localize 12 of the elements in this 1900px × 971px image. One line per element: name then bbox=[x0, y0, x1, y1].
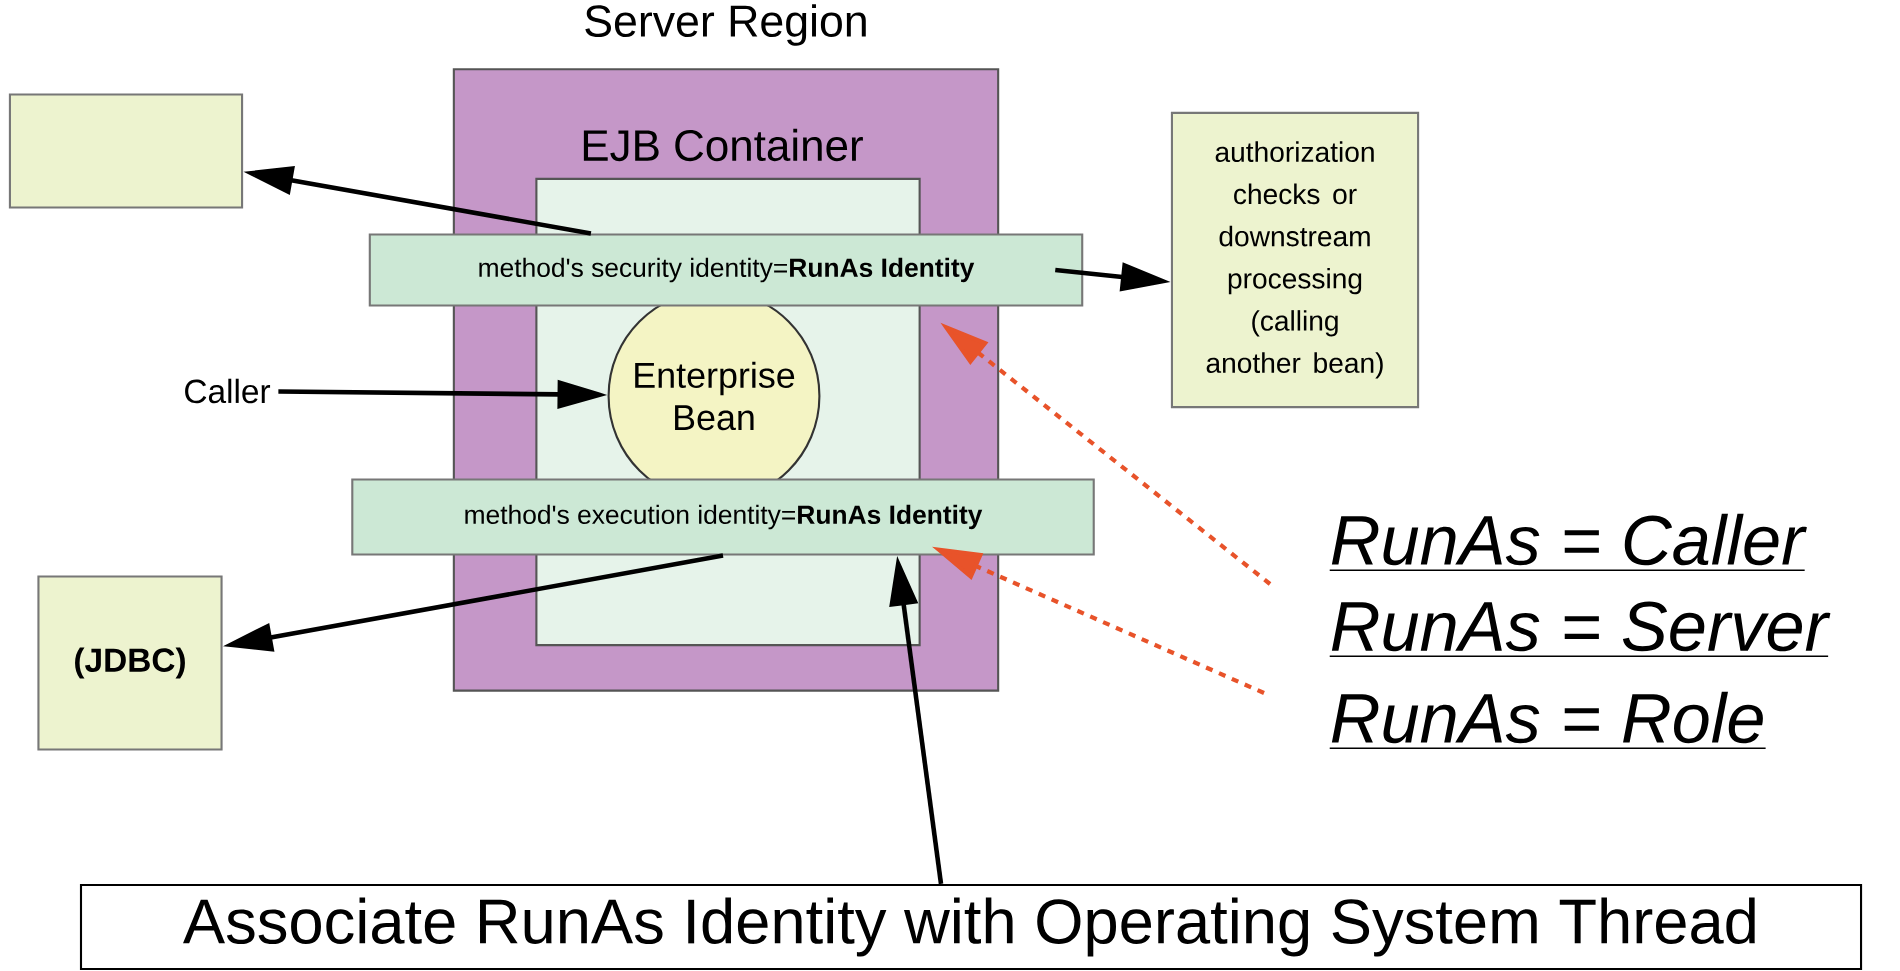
identity-band: method's execution identity=RunAs Identity bbox=[351, 478, 1095, 556]
system-box bbox=[8, 93, 244, 209]
option-label: RunAs = Server bbox=[1329, 601, 1831, 657]
option-label: RunAs = Role bbox=[1329, 691, 1767, 749]
target-box: authorization checks or downstream processing (calling another bean) bbox=[1170, 111, 1420, 409]
caller-label: Caller bbox=[185, 378, 271, 404]
option-label: RunAs = Caller bbox=[1329, 513, 1807, 571]
system-box: (JDBC) bbox=[37, 575, 223, 751]
identity-band: method's security identity=RunAs Identity bbox=[368, 233, 1084, 307]
caption-box: Associate RunAs Identity with Operating System Thread bbox=[79, 883, 1863, 971]
node-label: Server Region bbox=[585, 4, 866, 46]
node-label: EJB Container bbox=[583, 128, 863, 162]
